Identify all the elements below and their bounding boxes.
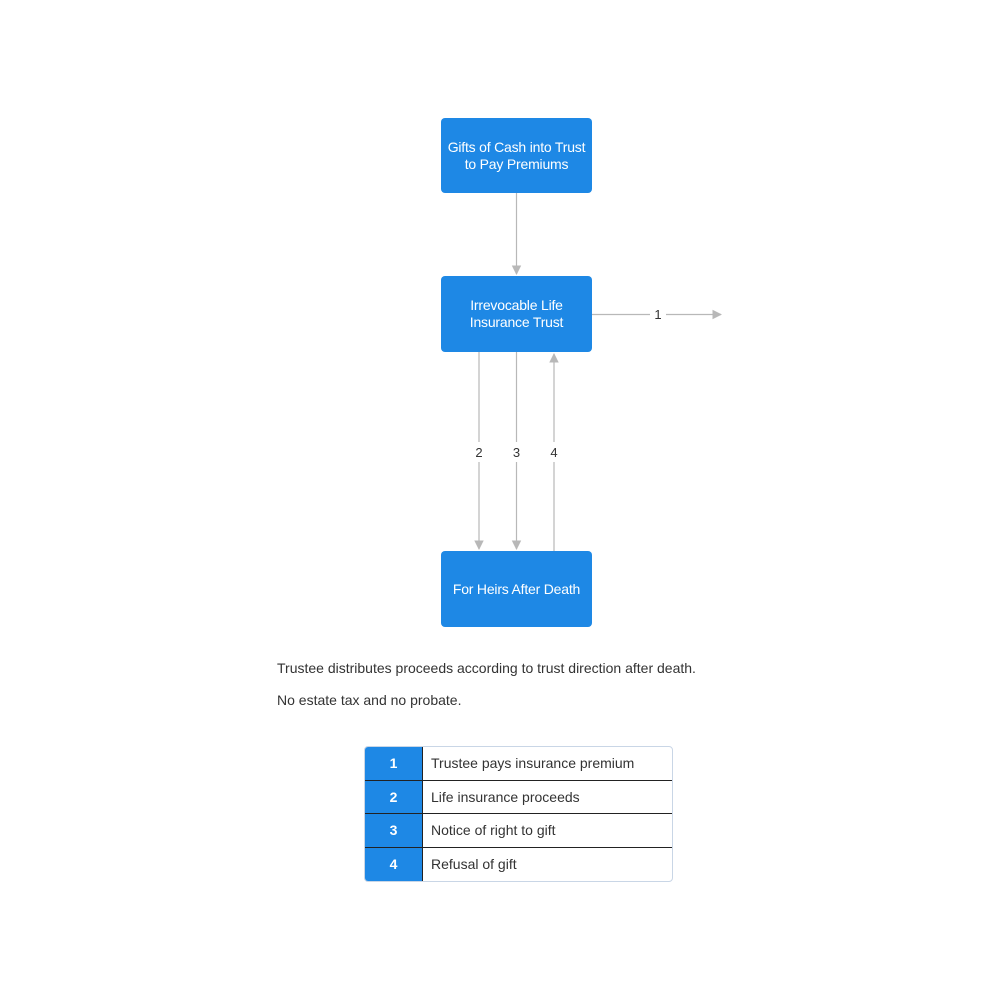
legend-description: Refusal of gift xyxy=(431,856,517,873)
legend-row: 1 Trustee pays insurance premium xyxy=(365,747,672,781)
legend-description: Life insurance proceeds xyxy=(431,788,580,805)
node-gifts-label: Gifts of Cash into Trust to Pay Premiums xyxy=(447,138,586,172)
node-gifts-of-cash[interactable]: Gifts of Cash into Trust to Pay Premiums xyxy=(441,118,592,193)
node-trust-label: Irrevocable Life Insurance Trust xyxy=(469,297,564,330)
legend-number: 3 xyxy=(365,814,423,847)
legend-row: 4 Refusal of gift xyxy=(365,847,672,881)
edge-label-proceeds: 2 xyxy=(475,445,482,460)
legend-row: 3 Notice of right to gift xyxy=(365,814,672,848)
legend-number: 1 xyxy=(365,747,423,780)
legend-number: 2 xyxy=(365,780,423,813)
legend-description: Notice of right to gift xyxy=(431,822,556,839)
legend-number: 4 xyxy=(365,847,423,881)
edge-label-premium: 1 xyxy=(654,307,661,322)
legend-table: 1 Trustee pays insurance premium 2 Life … xyxy=(364,746,673,882)
node-heirs-label: For Heirs After Death xyxy=(452,580,581,597)
legend-row: 2 Life insurance proceeds xyxy=(365,780,672,814)
node-irrevocable-trust[interactable]: Irrevocable Life Insurance Trust xyxy=(441,276,592,352)
legend-description: Trustee pays insurance premium xyxy=(431,755,635,772)
note-no-estate-tax: No estate tax and no probate. xyxy=(277,692,462,708)
note-distribution: Trustee distributes proceeds according t… xyxy=(277,660,696,676)
node-heirs[interactable]: For Heirs After Death xyxy=(441,551,592,627)
edge-label-notice: 3 xyxy=(513,445,520,460)
edge-label-refusal: 4 xyxy=(550,445,557,460)
